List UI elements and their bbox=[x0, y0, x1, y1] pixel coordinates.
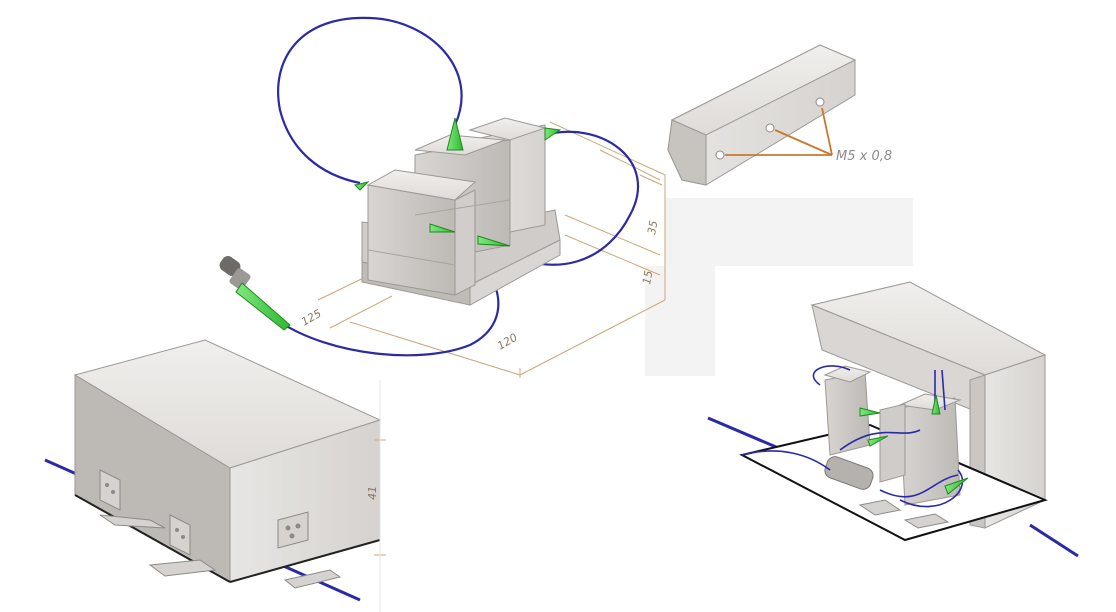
thread-callout-label: M5 x 0,8 bbox=[836, 149, 892, 164]
foot-holes bbox=[105, 483, 301, 539]
dimension-lines bbox=[317, 121, 666, 378]
mounting-feet bbox=[99, 469, 342, 589]
dimension-label: 125 bbox=[299, 307, 324, 329]
dimension-label: 15 bbox=[640, 269, 655, 285]
dimension-label: 35 bbox=[645, 219, 660, 235]
cutaway-assembly-view bbox=[707, 281, 1079, 558]
module-exploded-view: 125 120 35 15 bbox=[219, 16, 666, 378]
enclosed-module-view: 41 bbox=[44, 339, 386, 612]
background-panel-wash bbox=[665, 198, 913, 266]
thread-callout-leaders bbox=[725, 107, 833, 156]
dimension-label: 120 bbox=[495, 331, 520, 353]
fiber-connector-pigtail bbox=[219, 256, 291, 331]
dimension-label: 41 bbox=[366, 486, 379, 500]
background-panel-wash-lower bbox=[645, 266, 715, 376]
mounting-bracket-detail: M5 x 0,8 bbox=[667, 44, 892, 186]
internal-fibers bbox=[741, 365, 964, 508]
